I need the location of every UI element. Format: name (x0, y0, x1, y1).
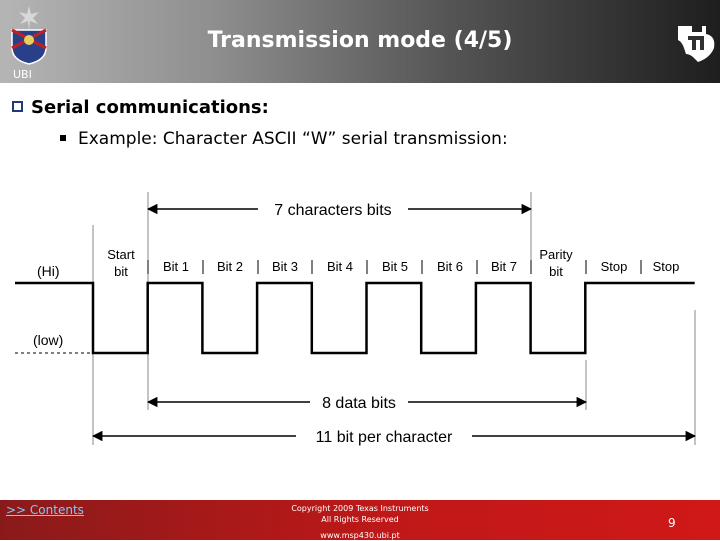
label-char-bits: 7 characters bits (274, 202, 391, 219)
label-stop-2: Stop (653, 259, 680, 274)
slide-footer (0, 500, 720, 540)
serial-waveform (15, 281, 695, 355)
square-bullet-icon (60, 135, 66, 141)
serial-transmission-diagram: 7 characters bits 8 data bits 11 bit per… (15, 192, 697, 447)
label-bit-7: Bit 7 (491, 259, 517, 274)
org-label: UBI (13, 68, 32, 81)
label-bit-3: Bit 3 (272, 259, 298, 274)
slide-header (0, 0, 720, 83)
contents-link[interactable]: >> Contents (6, 503, 84, 517)
slide-title: Transmission mode (4/5) (207, 28, 513, 53)
texas-instruments-logo (678, 26, 715, 62)
label-start-line2: bit (114, 264, 128, 279)
bullet1-text: Serial communications: (31, 97, 269, 118)
checkbox-bullet-icon (12, 101, 23, 112)
label-bit-1: Bit 1 (163, 259, 189, 274)
bullet-example: Example: Character ASCII “W” serial tran… (60, 129, 508, 149)
label-bit-4: Bit 4 (327, 259, 353, 274)
page-number: 9 (668, 516, 676, 530)
copyright-line1: Copyright 2009 Texas Instruments (291, 504, 429, 513)
label-total-bits: 11 bit per character (316, 429, 453, 446)
label-stop-1: Stop (601, 259, 628, 274)
label-data-bits: 8 data bits (322, 395, 396, 412)
ubi-crest-logo (11, 6, 47, 65)
label-bit-6: Bit 6 (437, 259, 463, 274)
label-bit-5: Bit 5 (382, 259, 408, 274)
label-level-low: (low) (33, 332, 63, 348)
copyright-line2: All Rights Reserved (321, 515, 399, 524)
bullet2-text: Example: Character ASCII “W” serial tran… (78, 129, 508, 149)
label-start-line1: Start (107, 247, 135, 262)
label-parity-line1: Parity (539, 247, 573, 262)
label-parity-line2: bit (549, 264, 563, 279)
bullet-serial-communications: Serial communications: (12, 97, 269, 118)
label-level-hi: (Hi) (37, 263, 60, 279)
label-bit-2: Bit 2 (217, 259, 243, 274)
footer-url: www.msp430.ubi.pt (320, 531, 400, 540)
